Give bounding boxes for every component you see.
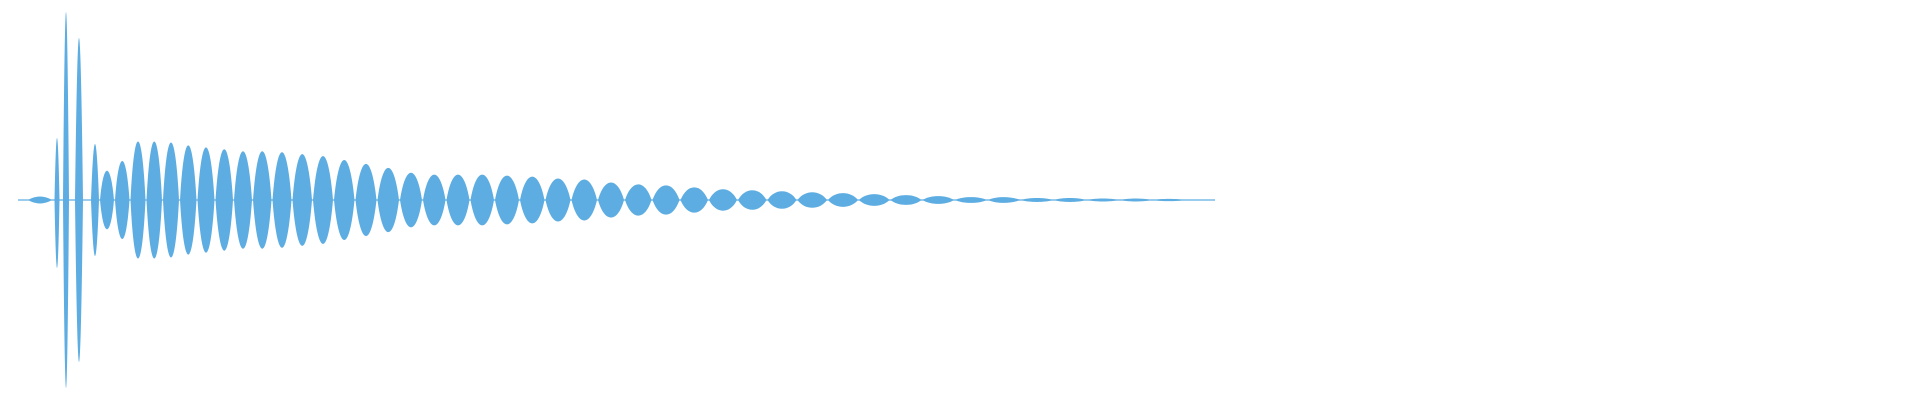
waveform-lobe — [828, 193, 858, 207]
waveform-lobe — [1054, 198, 1086, 202]
waveform-lobe — [446, 174, 470, 226]
waveform-lobe — [767, 191, 797, 209]
waveform-lobe — [922, 196, 954, 204]
waveform-lobe — [253, 151, 272, 249]
waveform-lobe — [1087, 198, 1119, 202]
waveform-lobe — [115, 161, 130, 239]
waveform-lobe — [163, 142, 179, 258]
waveform-lobe — [1120, 198, 1152, 202]
waveform-lobe — [988, 197, 1020, 203]
waveform-lobe — [313, 156, 333, 244]
waveform-lobe — [234, 151, 252, 249]
waveform-lobe — [355, 163, 377, 237]
waveform-lobe — [545, 178, 571, 222]
waveform-lobe — [272, 152, 292, 248]
waveform-lobe — [625, 184, 652, 216]
waveform-lobe — [180, 145, 197, 255]
waveform-lobe — [598, 182, 624, 218]
waveform-onset — [28, 196, 52, 204]
waveform-lobe — [146, 141, 162, 259]
waveform-spike — [91, 144, 99, 256]
waveform-lobe — [334, 160, 355, 240]
waveform-lobe — [859, 194, 890, 206]
waveform-lobe — [709, 189, 737, 211]
waveform-lobe — [470, 174, 494, 226]
waveform-lobe — [100, 170, 114, 230]
waveform-lobe — [738, 190, 767, 210]
waveform-lobe — [400, 172, 422, 228]
waveform-lobe — [423, 174, 446, 226]
waveform-lobe — [890, 195, 922, 205]
waveform-lobe — [130, 141, 146, 259]
waveform-lobe — [292, 154, 312, 246]
waveform-lobe — [797, 192, 827, 208]
waveform-lobe — [215, 149, 233, 251]
waveform-lobe — [1153, 198, 1185, 202]
waveform-lobe — [1021, 198, 1053, 202]
waveform-lobe — [197, 147, 215, 253]
waveform-lobe — [680, 187, 708, 213]
waveform-lobe — [571, 179, 597, 221]
waveform-spike — [75, 38, 83, 362]
waveform-spike — [63, 12, 69, 388]
waveform-lobe — [495, 175, 519, 225]
waveform-lobe — [652, 185, 680, 215]
waveform-spike — [54, 138, 60, 268]
waveform-lobe — [955, 197, 987, 203]
waveform-lobe — [377, 167, 399, 233]
waveform-lobe — [520, 176, 545, 224]
